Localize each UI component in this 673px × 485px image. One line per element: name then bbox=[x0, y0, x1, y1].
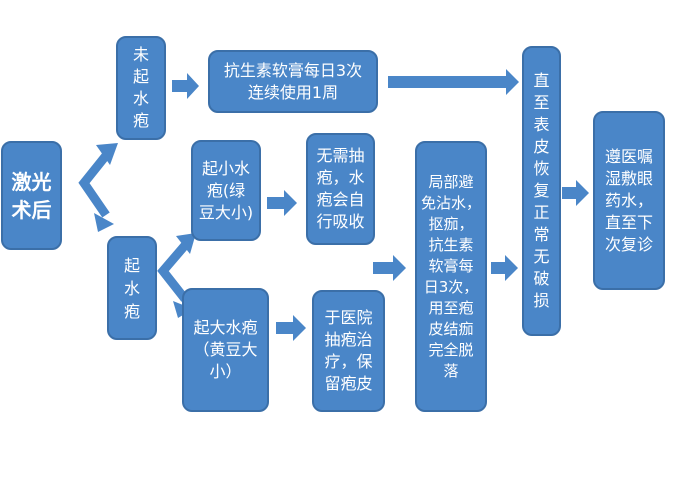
arrow-local-care-to-until-heal bbox=[491, 255, 518, 281]
arrow-until-heal-to-follow-up bbox=[562, 180, 589, 206]
node-follow-up: 遵医嘱 湿敷眼 药水， 直至下 次复诊 bbox=[593, 111, 665, 290]
node-ointment-week: 抗生素软膏每日3次 连续使用1周 bbox=[208, 50, 378, 113]
arrowhead-to-blister bbox=[94, 213, 114, 232]
node-no-blister: 未 起 水 疱 bbox=[116, 36, 166, 140]
arrow-small-to-absorb bbox=[267, 190, 297, 216]
node-self-absorb: 无需抽 疱，水 疱会自 行吸收 bbox=[306, 133, 375, 245]
arrowhead-to-small-blister bbox=[176, 233, 196, 254]
node-hospital-drain: 于医院 抽疱治 疗，保 留疱皮 bbox=[312, 290, 385, 412]
chevron-post-laser-branch bbox=[78, 150, 112, 218]
arrow-ointment-to-until-heal bbox=[388, 69, 519, 95]
arrow-blister-to-local-care bbox=[373, 255, 406, 281]
node-post-laser: 激光 术后 bbox=[1, 141, 62, 250]
node-blister: 起 水 疱 bbox=[107, 236, 157, 340]
arrow-no-blister-to-ointment bbox=[172, 73, 199, 99]
arrow-large-to-hospital bbox=[276, 315, 306, 341]
node-large-blister: 起大水疱 （黄豆大 小） bbox=[182, 288, 269, 412]
arrowhead-to-no-blister bbox=[96, 143, 118, 165]
chevron-blister-branch bbox=[157, 240, 191, 302]
node-until-heal: 直 至 表 皮 恢 复 正 常 无 破 损 bbox=[522, 46, 561, 336]
node-local-care: 局部避 免沾水， 抠痂， 抗生素 软膏每 日3次， 用至疱 皮结痂 完全脱 落 bbox=[415, 141, 487, 412]
node-small-blister: 起小水 疱(绿 豆大小) bbox=[191, 140, 261, 241]
